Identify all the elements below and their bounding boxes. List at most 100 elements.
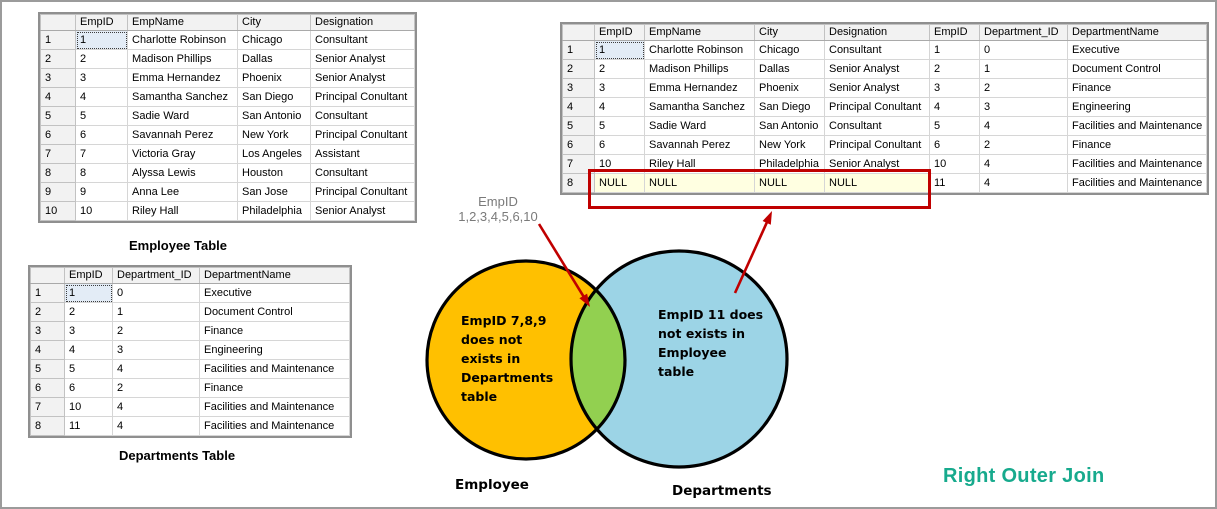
column-header[interactable]: Department_ID: [112, 267, 200, 284]
cell[interactable]: Chicago: [237, 30, 311, 50]
cell[interactable]: Executive: [1066, 40, 1208, 60]
cell[interactable]: Facilities and Maintenance: [199, 397, 350, 417]
cell[interactable]: 3: [929, 78, 980, 98]
column-header[interactable]: EmpID: [75, 14, 128, 31]
cell[interactable]: Philadelphia: [237, 201, 311, 221]
cell[interactable]: Consultant: [824, 40, 930, 60]
cell[interactable]: Facilities and Maintenance: [1066, 173, 1208, 193]
cell[interactable]: San Antonio: [237, 106, 311, 126]
cell[interactable]: Emma Hernandez: [127, 68, 238, 88]
cell[interactable]: 4: [112, 397, 200, 417]
column-header[interactable]: DepartmentName: [199, 267, 350, 284]
cell[interactable]: Senior Analyst: [824, 59, 930, 79]
row-header[interactable]: 5: [40, 106, 76, 126]
cell[interactable]: Savannah Perez: [644, 135, 755, 155]
cell[interactable]: Principal Conultant: [310, 87, 415, 107]
cell[interactable]: Charlotte Robinson: [127, 30, 238, 50]
cell[interactable]: Chicago: [754, 40, 825, 60]
select-all-corner[interactable]: [40, 14, 76, 31]
cell[interactable]: San Diego: [754, 97, 825, 117]
cell[interactable]: Facilities and Maintenance: [1066, 154, 1208, 174]
column-header[interactable]: EmpID: [929, 24, 980, 41]
cell[interactable]: 2: [112, 321, 200, 341]
row-header[interactable]: 4: [40, 87, 76, 107]
cell[interactable]: 1: [594, 40, 645, 60]
cell[interactable]: 5: [929, 116, 980, 136]
cell[interactable]: Madison Phillips: [644, 59, 755, 79]
cell[interactable]: Engineering: [199, 340, 350, 360]
cell[interactable]: New York: [237, 125, 311, 145]
select-all-corner[interactable]: [30, 267, 65, 284]
cell[interactable]: 5: [75, 106, 128, 126]
cell[interactable]: 3: [64, 321, 113, 341]
cell[interactable]: 1: [64, 283, 113, 303]
row-header[interactable]: 1: [40, 30, 76, 50]
row-header[interactable]: 2: [30, 302, 65, 322]
row-header[interactable]: 7: [562, 154, 595, 174]
cell[interactable]: Principal Conultant: [310, 125, 415, 145]
cell[interactable]: Executive: [199, 283, 350, 303]
cell[interactable]: 3: [979, 97, 1068, 117]
cell[interactable]: Samantha Sanchez: [644, 97, 755, 117]
row-header[interactable]: 5: [30, 359, 65, 379]
cell[interactable]: NULL: [644, 173, 755, 193]
select-all-corner[interactable]: [562, 24, 595, 41]
cell[interactable]: 10: [929, 154, 980, 174]
cell[interactable]: NULL: [824, 173, 930, 193]
column-header[interactable]: EmpName: [127, 14, 238, 31]
cell[interactable]: Riley Hall: [127, 201, 238, 221]
column-header[interactable]: DepartmentName: [1066, 24, 1208, 41]
cell[interactable]: Madison Phillips: [127, 49, 238, 69]
cell[interactable]: Alyssa Lewis: [127, 163, 238, 183]
cell[interactable]: Anna Lee: [127, 182, 238, 202]
cell[interactable]: Samantha Sanchez: [127, 87, 238, 107]
cell[interactable]: 10: [64, 397, 113, 417]
cell[interactable]: 2: [929, 59, 980, 79]
cell[interactable]: 1: [75, 30, 128, 50]
cell[interactable]: NULL: [594, 173, 645, 193]
row-header[interactable]: 1: [30, 283, 65, 303]
cell[interactable]: 9: [75, 182, 128, 202]
row-header[interactable]: 8: [30, 416, 65, 436]
row-header[interactable]: 2: [562, 59, 595, 79]
cell[interactable]: 7: [75, 144, 128, 164]
cell[interactable]: Finance: [1066, 78, 1208, 98]
row-header[interactable]: 4: [30, 340, 65, 360]
cell[interactable]: 1: [979, 59, 1068, 79]
cell[interactable]: 4: [979, 116, 1068, 136]
row-header[interactable]: 3: [562, 78, 595, 98]
row-header[interactable]: 6: [40, 125, 76, 145]
column-header[interactable]: City: [237, 14, 311, 31]
cell[interactable]: Facilities and Maintenance: [199, 416, 350, 436]
column-header[interactable]: Designation: [310, 14, 415, 31]
cell[interactable]: 11: [64, 416, 113, 436]
cell[interactable]: Facilities and Maintenance: [1066, 116, 1208, 136]
cell[interactable]: 3: [594, 78, 645, 98]
cell[interactable]: San Diego: [237, 87, 311, 107]
cell[interactable]: Phoenix: [237, 68, 311, 88]
cell[interactable]: 0: [979, 40, 1068, 60]
column-header[interactable]: Designation: [824, 24, 930, 41]
cell[interactable]: Sadie Ward: [127, 106, 238, 126]
cell[interactable]: 2: [979, 78, 1068, 98]
cell[interactable]: NULL: [754, 173, 825, 193]
cell[interactable]: 5: [64, 359, 113, 379]
cell[interactable]: Los Angeles: [237, 144, 311, 164]
cell[interactable]: 1: [929, 40, 980, 60]
cell[interactable]: 5: [594, 116, 645, 136]
cell[interactable]: 4: [979, 154, 1068, 174]
cell[interactable]: 2: [979, 135, 1068, 155]
cell[interactable]: 8: [75, 163, 128, 183]
cell[interactable]: Victoria Gray: [127, 144, 238, 164]
cell[interactable]: Consultant: [310, 163, 415, 183]
cell[interactable]: 2: [112, 378, 200, 398]
cell[interactable]: Engineering: [1066, 97, 1208, 117]
cell[interactable]: 6: [75, 125, 128, 145]
row-header[interactable]: 5: [562, 116, 595, 136]
cell[interactable]: 10: [75, 201, 128, 221]
cell[interactable]: Senior Analyst: [310, 49, 415, 69]
cell[interactable]: 6: [929, 135, 980, 155]
cell[interactable]: Principal Conultant: [824, 97, 930, 117]
cell[interactable]: Consultant: [824, 116, 930, 136]
